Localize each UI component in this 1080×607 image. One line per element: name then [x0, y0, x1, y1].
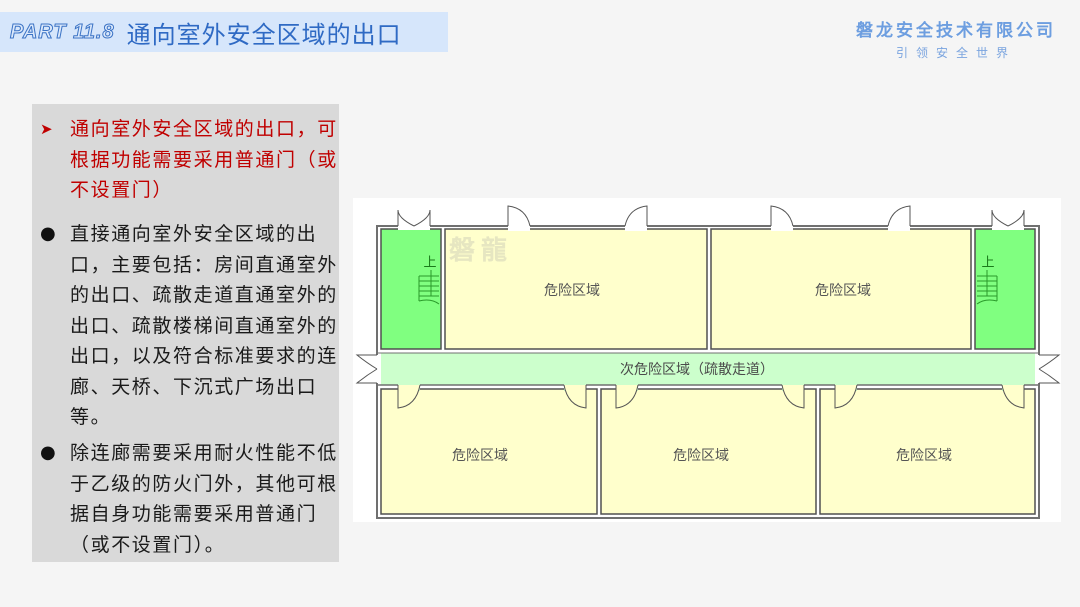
bullet-item: ● 直接通向室外安全区域的出口，主要包括：房间直通室外的出口、疏散走道直通室外的… — [32, 219, 339, 433]
dot-bullet-icon: ● — [40, 223, 56, 244]
corridor-label: 次危险区域（疏散走道） — [620, 362, 774, 378]
stair-up-label: 上 — [981, 255, 995, 271]
floor-plan-drawing — [355, 205, 1061, 519]
text-panel: ➤ 通向室外安全区域的出口，可根据功能需要采用普通门（或不设置门） ● 直接通向… — [32, 104, 339, 562]
company-name: 磐龙安全技术有限公司 — [856, 21, 1056, 41]
page-title: 通向室外安全区域的出口 — [126, 20, 402, 49]
danger-zone-label: 危险区域 — [896, 448, 952, 464]
bullet-text: 直接通向室外安全区域的出口，主要包括：房间直通室外的出口、疏散走道直通室外的出口… — [70, 223, 338, 428]
highlight-item: ➤ 通向室外安全区域的出口，可根据功能需要采用普通门（或不设置门） — [32, 114, 339, 206]
stair-up-label: 上 — [423, 255, 437, 271]
arrow-bullet-icon: ➤ — [40, 120, 53, 138]
part-label: PART 11.8 — [10, 20, 115, 43]
highlight-text: 通向室外安全区域的出口，可根据功能需要采用普通门（或不设置门） — [70, 118, 338, 201]
bullet-text: 除连廊需要采用耐火性能不低于乙级的防火门外，其他可根据自身功能需要采用普通门（或… — [70, 442, 338, 556]
company-logo: 磐龙安全技术有限公司 引领安全世界 — [856, 16, 1056, 61]
danger-zone-label: 危险区域 — [544, 283, 600, 299]
danger-zone-label: 危险区域 — [452, 448, 508, 464]
danger-zone-label: 危险区域 — [815, 283, 871, 299]
company-slogan: 引领安全世界 — [895, 46, 1016, 60]
watermark: 磐龍 — [449, 236, 514, 266]
dot-bullet-icon: ● — [40, 442, 56, 463]
bullet-item: ● 除连廊需要采用耐火性能不低于乙级的防火门外，其他可根据自身功能需要采用普通门… — [32, 438, 339, 560]
floor-plan-diagram: 磐龍 上 上 危险区域 危险区域 次危险区域（疏散走道） 危险区域 危险区域 危… — [353, 198, 1061, 522]
title-bar: PART 11.8 通向室外安全区域的出口 — [0, 12, 448, 52]
danger-zone-label: 危险区域 — [673, 448, 729, 464]
